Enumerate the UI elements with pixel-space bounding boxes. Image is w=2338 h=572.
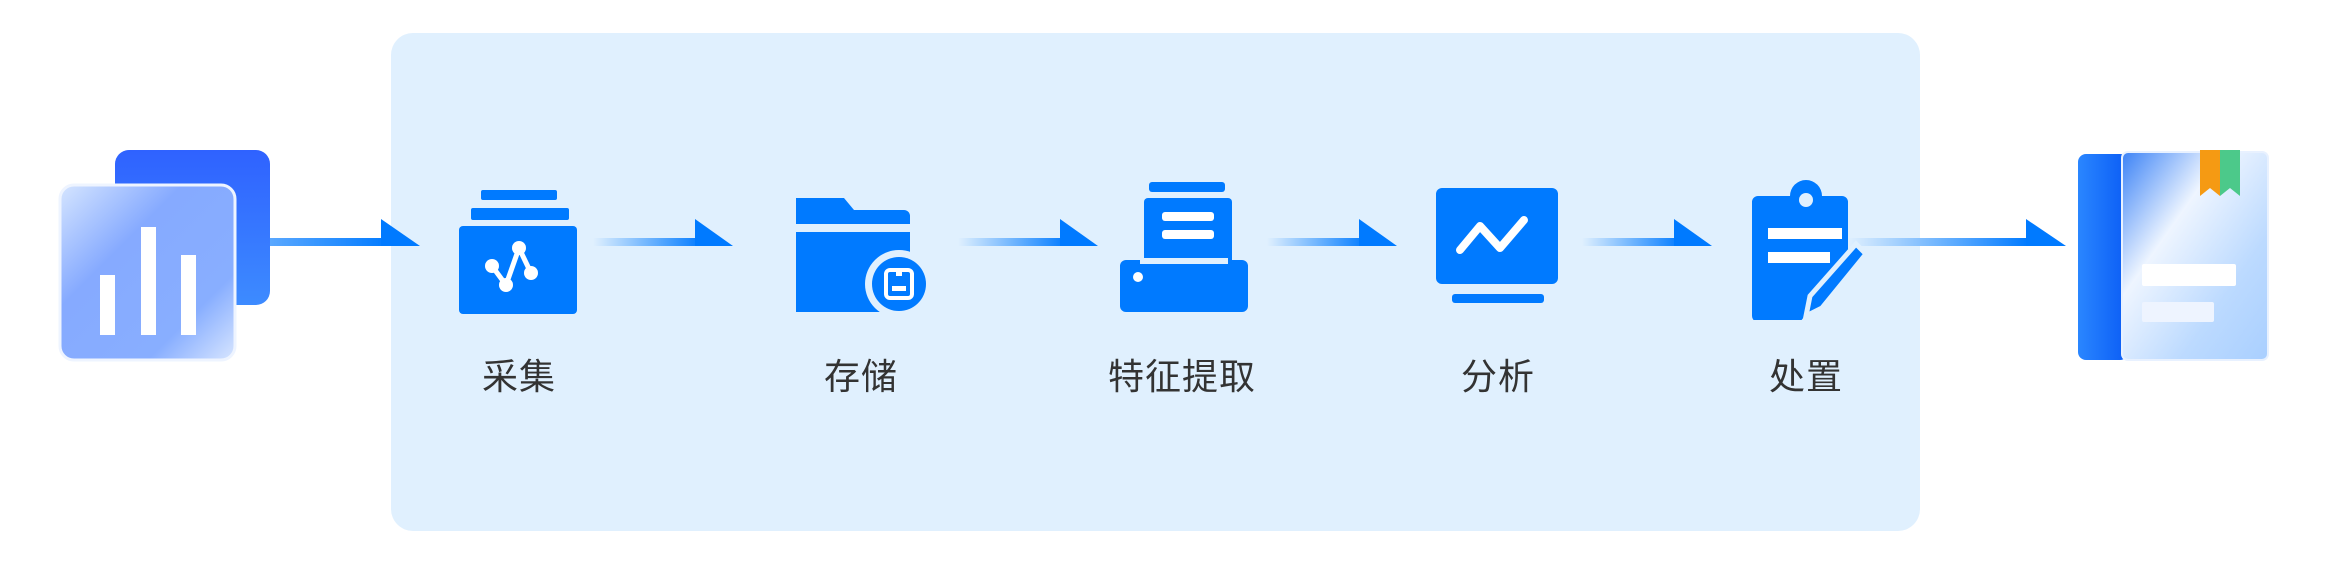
flow-arrow: [270, 219, 420, 246]
step-label: 采集: [481, 357, 556, 398]
disposal-clipboard-icon: [1752, 180, 1870, 320]
collect-icon: [459, 190, 577, 314]
step-analysis: 分析: [1388, 180, 1608, 400]
flow-arrow: [958, 219, 1098, 246]
step-collect: 采集: [409, 180, 629, 400]
flow-arrow: [1582, 219, 1712, 246]
flow-arrow: [1267, 219, 1397, 246]
flow-arrow: [1848, 219, 2066, 246]
step-disposal: 处置: [1696, 180, 1916, 400]
bar-chart-cards-icon: [58, 150, 270, 362]
step-label: 分析: [1460, 357, 1535, 398]
feature-extraction-printer-icon: [1120, 182, 1248, 312]
step-label: 处置: [1768, 357, 1843, 398]
step-feature-extraction: 特征提取: [1072, 180, 1292, 400]
analysis-monitor-icon: [1436, 188, 1558, 303]
report-book-icon: [2078, 150, 2269, 361]
flow-arrow: [593, 219, 733, 246]
step-storage: 存储: [751, 180, 971, 400]
step-label: 特征提取: [1107, 357, 1256, 398]
step-label: 存储: [823, 357, 898, 398]
storage-folder-icon: [796, 198, 931, 318]
